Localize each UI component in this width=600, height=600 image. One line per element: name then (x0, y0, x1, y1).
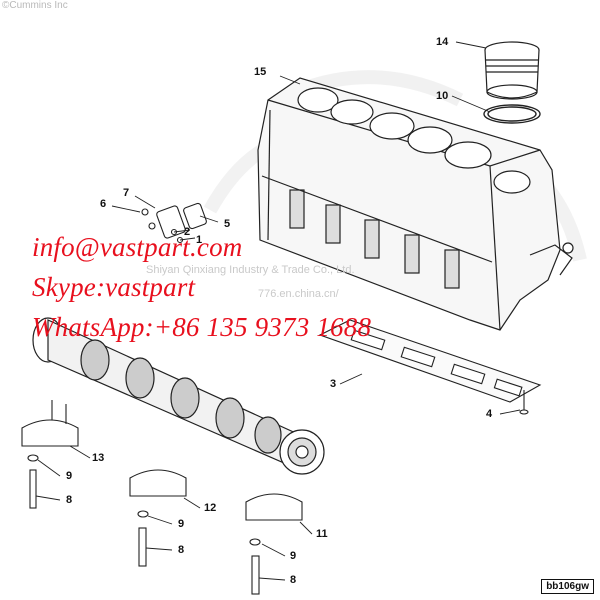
contact-email: info@vastpart.com (32, 232, 243, 262)
seal-ring (483, 104, 541, 124)
crankshaft (32, 317, 325, 475)
bearing-cap-2 (129, 469, 187, 567)
callout-11: 11 (316, 528, 328, 540)
callout-13: 13 (92, 452, 105, 464)
callout-9b: 9 (178, 518, 185, 530)
lower-plate (318, 319, 542, 403)
cylinder-liner (484, 41, 540, 100)
contact-skype: Skype:vastpart (32, 272, 196, 302)
cover-plate-assembly (141, 202, 207, 244)
callout-12: 12 (204, 502, 217, 514)
watermark-site: 776.en.china.cn/ (258, 288, 339, 300)
callout-9c: 9 (290, 550, 297, 562)
copyright-text: ©Cummins Inc (2, 0, 68, 11)
callout-8b: 8 (178, 544, 185, 556)
callout-2: 2 (184, 226, 191, 238)
callout-14: 14 (436, 36, 449, 48)
callout-8a: 8 (66, 494, 73, 506)
callout-9a: 9 (66, 470, 73, 482)
callout-5: 5 (224, 218, 231, 230)
callout-15: 15 (254, 66, 267, 78)
drawing-code-label: bb106gw (541, 579, 594, 594)
cylinder-block (257, 77, 574, 331)
callout-8c: 8 (290, 574, 297, 586)
bearing-cap-1 (21, 400, 79, 509)
callout-10: 10 (436, 90, 449, 102)
callout-1: 1 (196, 234, 203, 246)
callout-7: 7 (123, 187, 130, 199)
bearing-cap-3 (245, 493, 303, 595)
callout-6: 6 (100, 198, 107, 210)
contact-whatsapp: WhatsApp:+86 135 9373 1688 (32, 312, 372, 342)
leader-lines (35, 41, 521, 581)
callout-4: 4 (486, 408, 493, 420)
plate-bolt (519, 390, 529, 415)
callout-3: 3 (330, 378, 337, 390)
watermark-company: Shiyan Qinxiang Industry & Trade Co., Lt… (146, 264, 355, 276)
